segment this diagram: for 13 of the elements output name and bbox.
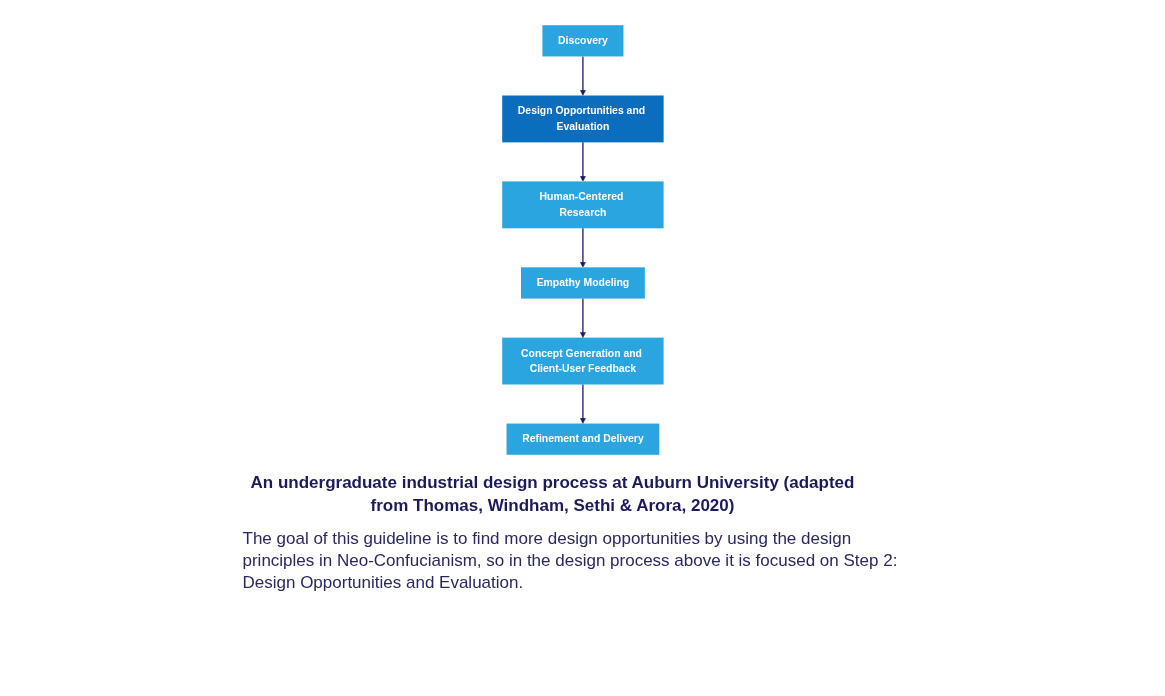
arrow (579, 383, 586, 424)
node-box: Discovery (542, 25, 623, 57)
arrow (579, 227, 586, 268)
node-box: Refinement and Delivery (506, 423, 659, 455)
arrow (579, 297, 586, 338)
node-box: Human-Centered Research (501, 181, 664, 229)
note-text: The goal of this guideline is to find more design opportunities by using the design principles in Neo-Confucianism, so in the design process above it is focused on Step 2: Design Opportunities and Evaluation. (242, 527, 899, 595)
caption: An undergraduate industrial design process at Auburn University (adapted from Thomas, Windham, Sethi & Arora, 2020) (249, 472, 856, 517)
node-box: Empathy Modeling (520, 267, 645, 299)
arrow (579, 141, 586, 182)
node-box: Concept Generation and Client-User Feedback (501, 337, 664, 385)
arrow (579, 55, 586, 96)
node-box: Design Opportunities and Evaluation (501, 95, 664, 143)
